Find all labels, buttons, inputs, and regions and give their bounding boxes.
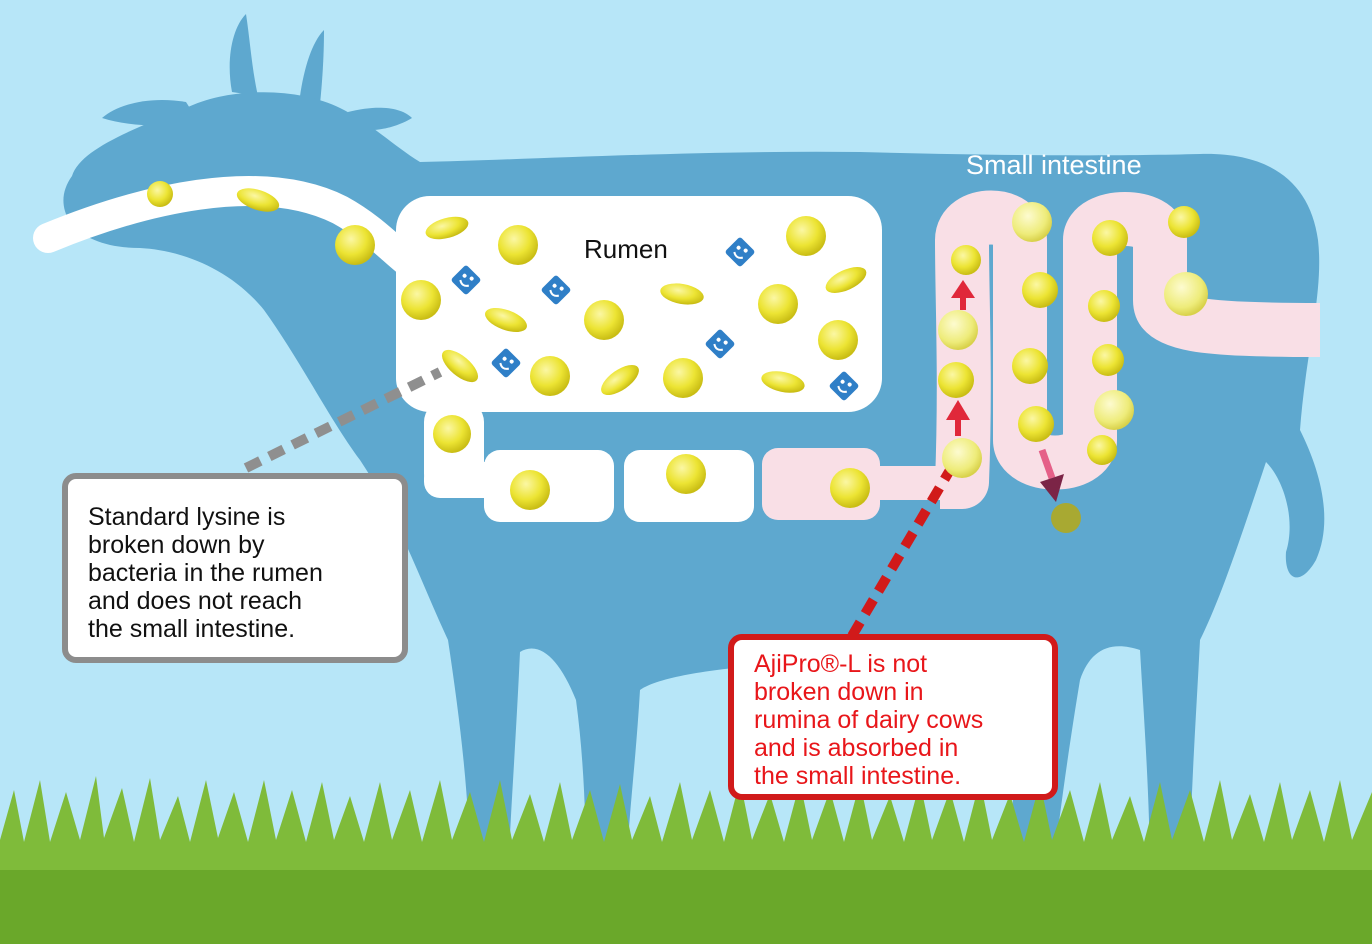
lysine-pellet-icon bbox=[938, 362, 974, 398]
lysine-pellet-icon bbox=[786, 216, 826, 256]
lysine-pellet-icon bbox=[530, 356, 570, 396]
lysine-pellet-icon bbox=[818, 320, 858, 360]
lysine-pellet-icon bbox=[1164, 272, 1208, 316]
absorbed-lysine-icon bbox=[1051, 503, 1081, 533]
lysine-pellet-icon bbox=[1088, 290, 1120, 322]
lysine-pellet-icon bbox=[666, 454, 706, 494]
lysine-pellet-icon bbox=[1092, 344, 1124, 376]
lysine-pellet-icon bbox=[1168, 206, 1200, 238]
lysine-pellet-icon bbox=[1012, 348, 1048, 384]
lysine-pellet-icon bbox=[584, 300, 624, 340]
lysine-pellet-icon bbox=[938, 310, 978, 350]
rumen-label: Rumen bbox=[584, 236, 668, 262]
standard-lysine-callout: Standard lysine is broken down by bacter… bbox=[62, 473, 408, 663]
lysine-pellet-icon bbox=[335, 225, 375, 265]
lysine-pellet-icon bbox=[1087, 435, 1117, 465]
lysine-pellet-icon bbox=[147, 181, 173, 207]
lysine-pellet-icon bbox=[942, 438, 982, 478]
lysine-pellet-icon bbox=[1092, 220, 1128, 256]
lysine-pellet-icon bbox=[951, 245, 981, 275]
lysine-pellet-icon bbox=[1094, 390, 1134, 430]
lysine-pellet-icon bbox=[498, 225, 538, 265]
lysine-pellet-icon bbox=[663, 358, 703, 398]
lysine-pellet-icon bbox=[1012, 202, 1052, 242]
lysine-pellet-icon bbox=[510, 470, 550, 510]
ajipro-callout: AjiPro®-L is not broken down in rumina o… bbox=[728, 634, 1058, 800]
lysine-pellet-icon bbox=[433, 415, 471, 453]
lysine-pellet-icon bbox=[758, 284, 798, 324]
lysine-pellet-icon bbox=[1022, 272, 1058, 308]
lysine-pellet-icon bbox=[401, 280, 441, 320]
lysine-pellet-icon bbox=[830, 468, 870, 508]
small-intestine-label: Small intestine bbox=[966, 152, 1142, 179]
lysine-pellet-icon bbox=[1018, 406, 1054, 442]
